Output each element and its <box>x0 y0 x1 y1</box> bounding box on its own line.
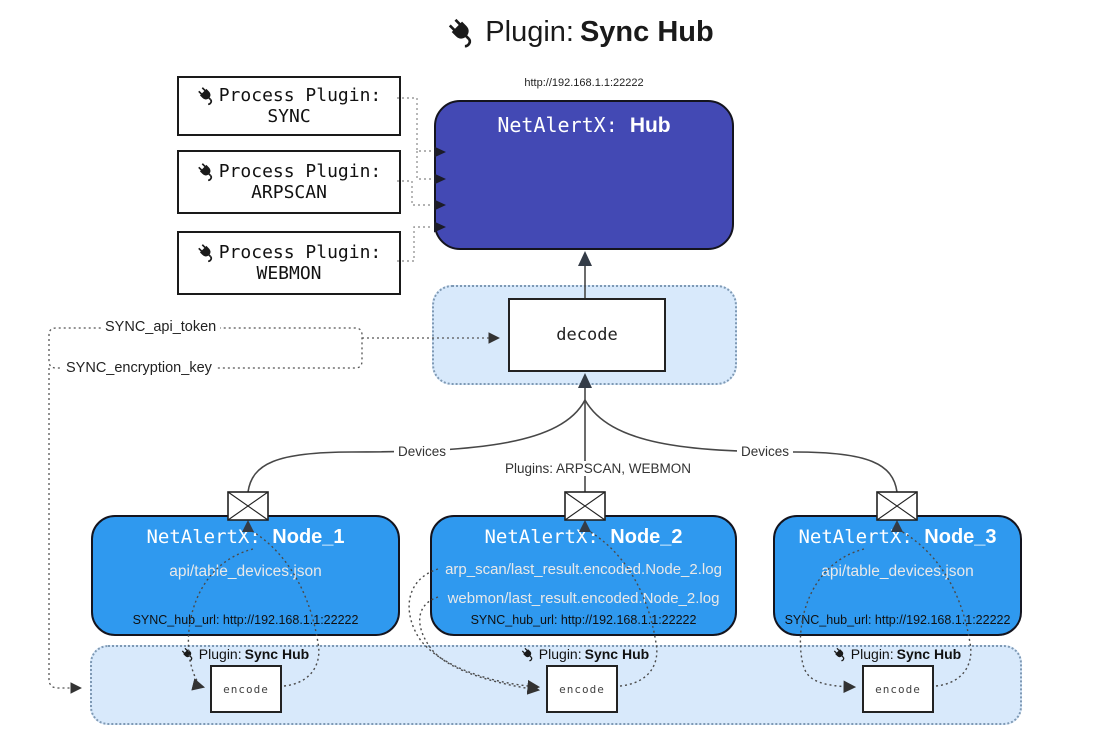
encoder-label-name: Sync Hub <box>244 646 310 662</box>
netalertx-hub-box: NetAlertX: Hub <box>434 100 734 250</box>
encode-label: encode <box>875 682 921 696</box>
node-file-line: api/table_devices.json <box>169 563 322 580</box>
encode-box: encode <box>862 665 934 713</box>
node-file-line: api/table_devices.json <box>821 563 974 580</box>
node-title-name: Node_1 <box>272 526 345 548</box>
plug-icon <box>197 243 212 262</box>
node-title-name: Node_3 <box>924 526 997 548</box>
encoder-label-name: Sync Hub <box>584 646 650 662</box>
encode-box: encode <box>546 665 618 713</box>
sync-encryption-key-label: SYNC_encryption_key <box>62 360 216 376</box>
process-plugin-webmon-box: Process Plugin: WEBMON <box>177 231 401 295</box>
page-title: Plugin: Sync Hub <box>22 16 1117 49</box>
encoder-label-prefix: Plugin: <box>198 646 242 662</box>
process-plugin-name: ARPSCAN <box>251 182 327 203</box>
hub-title-prefix: NetAlertX: <box>497 113 618 137</box>
hub-url-label: http://192.168.1.1:22222 <box>524 77 644 89</box>
devices-edge-label: Devices <box>394 444 451 459</box>
node-file-line: webmon/last_result.encoded.Node_2.log <box>447 590 720 607</box>
process-plugin-label: Process Plugin: <box>218 161 382 182</box>
encoder-plugin-label: Plugin: Sync Hub <box>797 646 997 662</box>
node-hub-url: SYNC_hub_url: http://192.168.1.1:22222 <box>470 613 697 627</box>
hub-title: NetAlertX: Hub <box>436 113 732 138</box>
devices-edge-label: Devices <box>737 444 794 459</box>
encode-label: encode <box>223 682 269 696</box>
node-hub-url: SYNC_hub_url: http://192.168.1.1:22222 <box>132 613 359 627</box>
encode-box: encode <box>210 665 282 713</box>
encoder-plugin-label: Plugin: Sync Hub <box>145 646 345 662</box>
encoder-label-prefix: Plugin: <box>850 646 894 662</box>
node-title-prefix: NetAlertX: <box>798 526 913 548</box>
node-file-line: arp_scan/last_result.encoded.Node_2.log <box>445 561 722 578</box>
plug-icon <box>449 18 472 48</box>
plugins-edge-label: Plugins: ARPSCAN, WEBMON <box>501 461 696 476</box>
title-name: Sync Hub <box>579 16 714 48</box>
node-title: NetAlertX: Node_1 <box>93 526 398 549</box>
title-prefix: Plugin: <box>485 16 574 48</box>
process-plugin-name: WEBMON <box>256 263 322 284</box>
process-plugin-name: SYNC <box>267 106 311 127</box>
encode-label: encode <box>559 682 605 696</box>
node-title: NetAlertX: Node_2 <box>432 526 735 549</box>
decode-label: decode <box>556 325 618 345</box>
node-title-prefix: NetAlertX: <box>484 526 599 548</box>
netalertx-node2-box: NetAlertX: Node_2 arp_scan/last_result.e… <box>430 515 737 636</box>
process-plugin-sync-box: Process Plugin: SYNC <box>177 76 401 136</box>
encoder-label-prefix: Plugin: <box>538 646 582 662</box>
process-plugin-label: Process Plugin: <box>218 85 382 106</box>
hub-title-name: Hub <box>629 114 671 137</box>
node-title: NetAlertX: Node_3 <box>775 526 1020 549</box>
node-hub-url: SYNC_hub_url: http://192.168.1.1:22222 <box>784 613 1011 627</box>
netalertx-node1-box: NetAlertX: Node_1 api/table_devices.json… <box>91 515 400 636</box>
encoder-plugin-label: Plugin: Sync Hub <box>485 646 685 662</box>
sync-api-token-label: SYNC_api_token <box>101 319 221 335</box>
plug-icon <box>197 162 212 181</box>
plug-icon <box>833 647 845 661</box>
plug-icon <box>197 86 212 105</box>
decode-box: decode <box>508 298 666 372</box>
process-plugin-label: Process Plugin: <box>218 242 382 263</box>
plug-icon <box>521 647 533 661</box>
node-title-name: Node_2 <box>610 526 683 548</box>
node-title-prefix: NetAlertX: <box>146 526 261 548</box>
encoder-label-name: Sync Hub <box>896 646 962 662</box>
netalertx-node3-box: NetAlertX: Node_3 api/table_devices.json… <box>773 515 1022 636</box>
plug-icon <box>181 647 193 661</box>
process-plugin-arpscan-box: Process Plugin: ARPSCAN <box>177 150 401 214</box>
